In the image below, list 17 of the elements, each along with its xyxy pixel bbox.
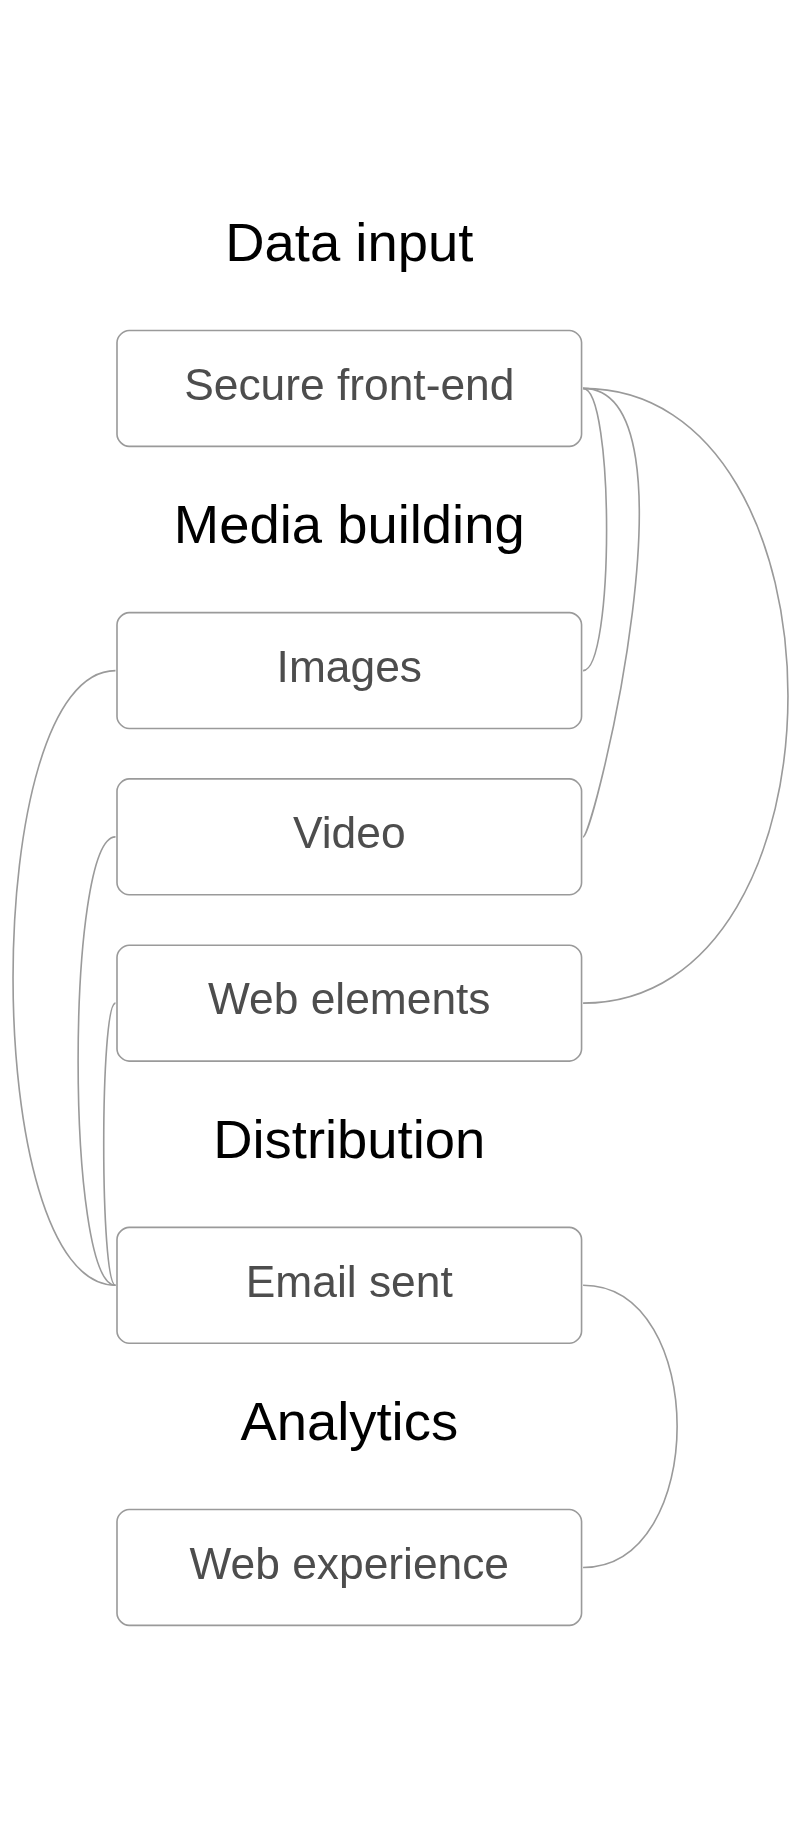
label: Data input bbox=[224, 212, 473, 274]
node-box: Secure front-end bbox=[115, 329, 582, 448]
connector bbox=[11, 669, 116, 1287]
connector bbox=[76, 836, 116, 1287]
node-box: Images bbox=[115, 611, 582, 730]
node-box: Video bbox=[115, 778, 582, 896]
node-box: Web elements bbox=[115, 944, 582, 1062]
label: Media building bbox=[173, 494, 525, 556]
connector bbox=[102, 1002, 116, 1287]
connector bbox=[581, 1284, 678, 1569]
label: Analytics bbox=[239, 1391, 458, 1453]
node-box: Web experience bbox=[115, 1508, 582, 1627]
connector bbox=[581, 387, 789, 1004]
connector bbox=[581, 387, 607, 672]
label: Distribution bbox=[212, 1109, 485, 1171]
connector bbox=[581, 387, 640, 838]
node-box: Email sent bbox=[115, 1226, 582, 1345]
